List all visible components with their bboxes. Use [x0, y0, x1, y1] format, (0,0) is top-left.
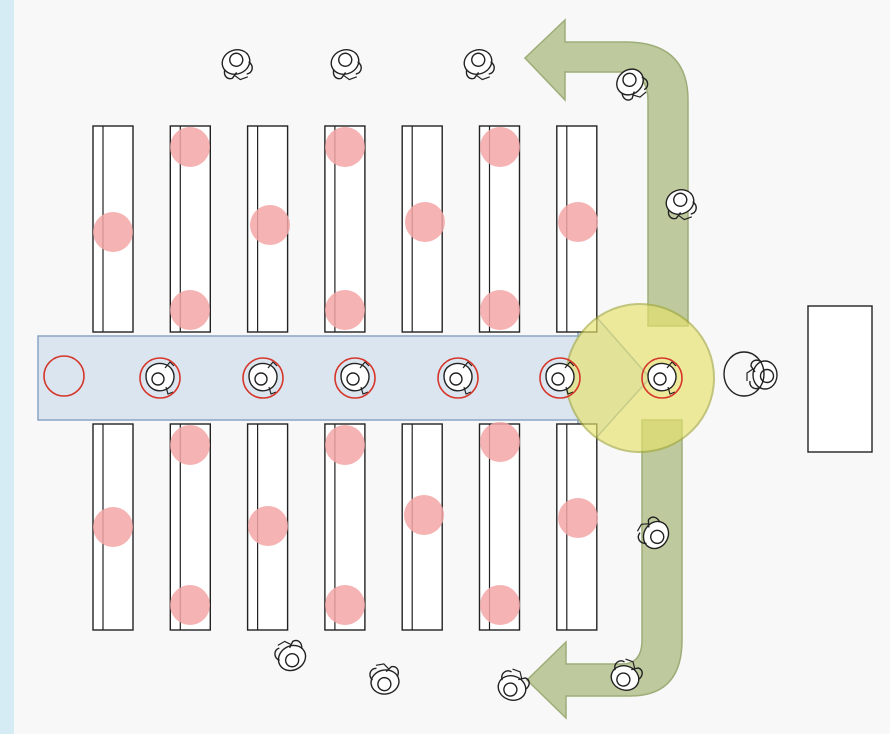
seat-marker [480, 127, 520, 167]
seat-marker [325, 127, 365, 167]
empty-seat-ring [43, 355, 85, 397]
seat-marker [325, 290, 365, 330]
aisle-person-ring-6 [641, 357, 683, 399]
presenter-chair [723, 351, 765, 397]
seat-marker [170, 127, 210, 167]
seat-marker [170, 585, 210, 625]
seat-marker [405, 202, 445, 242]
exit-arrow-down [525, 419, 683, 720]
aisle-person-ring-1 [139, 357, 181, 399]
aisle-person-ring-3 [334, 357, 376, 399]
seat-marker [325, 425, 365, 465]
seat-marker [248, 506, 288, 546]
seat-marker [480, 585, 520, 625]
seat-marker [170, 425, 210, 465]
seat-marker [480, 290, 520, 330]
seat-marker [558, 202, 598, 242]
aisle-person-ring-2 [242, 357, 284, 399]
seat-marker [93, 507, 133, 547]
seat-marker [170, 290, 210, 330]
seat-marker [93, 212, 133, 252]
seat-marker [480, 422, 520, 462]
seat-marker [558, 498, 598, 538]
aisle-person-ring-4 [437, 357, 479, 399]
aisle-person-ring-5 [539, 357, 581, 399]
seat-marker [250, 205, 290, 245]
front-desk [807, 305, 873, 453]
seat-marker [404, 495, 444, 535]
seat-marker [325, 585, 365, 625]
focus-circle [565, 303, 715, 453]
